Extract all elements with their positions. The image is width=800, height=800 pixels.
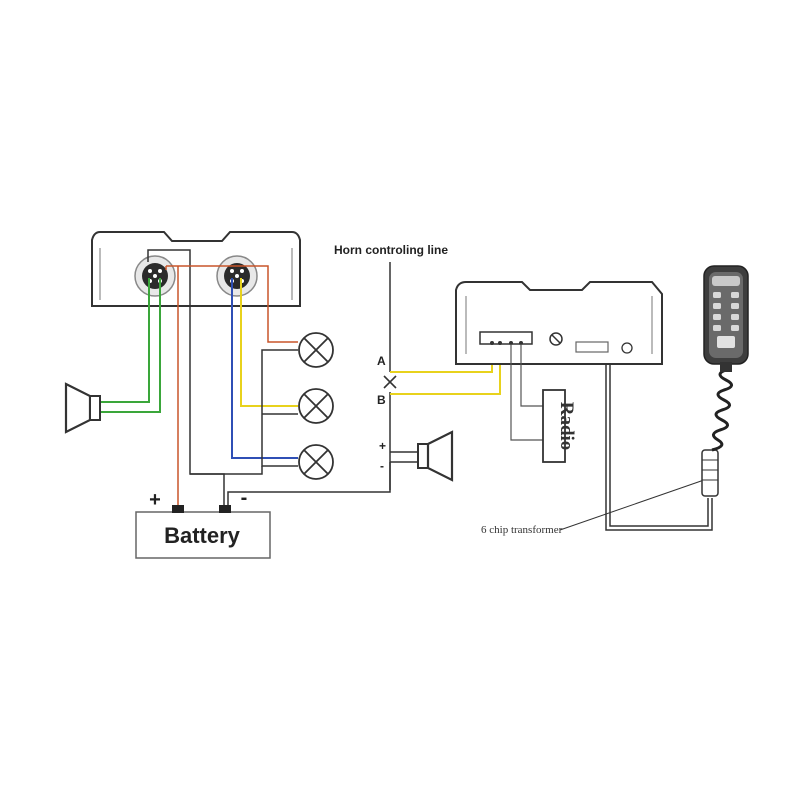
speaker-plus-label: +: [379, 439, 386, 453]
wire-radio-2: [520, 344, 546, 407]
wire-speaker-right: [390, 451, 418, 463]
wire-yellow: [240, 278, 298, 407]
horn-line-break-x: [383, 375, 397, 389]
wire-radio-1: [510, 344, 546, 441]
transformer-label: 6 chip transformer: [481, 524, 563, 536]
radio-label: Radio: [556, 402, 577, 451]
connector-left: [134, 255, 176, 297]
horn-line-label: Horn controling line: [334, 243, 448, 257]
wire-lamp-bus-link: [190, 466, 263, 475]
transformer-pointer: [559, 479, 705, 531]
connector-right: [216, 255, 258, 297]
wire-lamp-bus: [261, 349, 298, 467]
speaker-minus-label: -: [380, 459, 384, 473]
wire-blue: [231, 278, 298, 459]
coiled-cord: [711, 368, 733, 452]
battery-minus-label: -: [241, 487, 248, 509]
lamp-top: [298, 332, 334, 368]
lightbar-control-box: [91, 231, 301, 307]
point-a-label: A: [377, 354, 386, 368]
battery-plus-label: +: [149, 489, 161, 511]
wire-green-2: [100, 278, 161, 413]
battery: [135, 505, 271, 559]
speaker-left: [64, 382, 101, 434]
cable-siren-to-transformer-2: [609, 364, 709, 527]
speaker-right: [417, 430, 454, 482]
radio-box: [542, 389, 566, 463]
lamp-middle: [298, 388, 334, 424]
battery-label: Battery: [164, 523, 241, 548]
transformer-plug: [701, 449, 719, 497]
siren-control-box: [455, 281, 663, 365]
wire-black-ground: [147, 249, 225, 508]
wire-green-1: [100, 278, 150, 403]
lamp-bottom: [298, 444, 334, 480]
point-b-label: B: [377, 393, 386, 407]
controller-buttons: [713, 292, 739, 348]
handheld-controller: [703, 265, 749, 365]
controller-strain-relief: [720, 362, 732, 372]
wire-red-top: [166, 265, 298, 343]
cable-siren-to-transformer: [605, 364, 713, 531]
